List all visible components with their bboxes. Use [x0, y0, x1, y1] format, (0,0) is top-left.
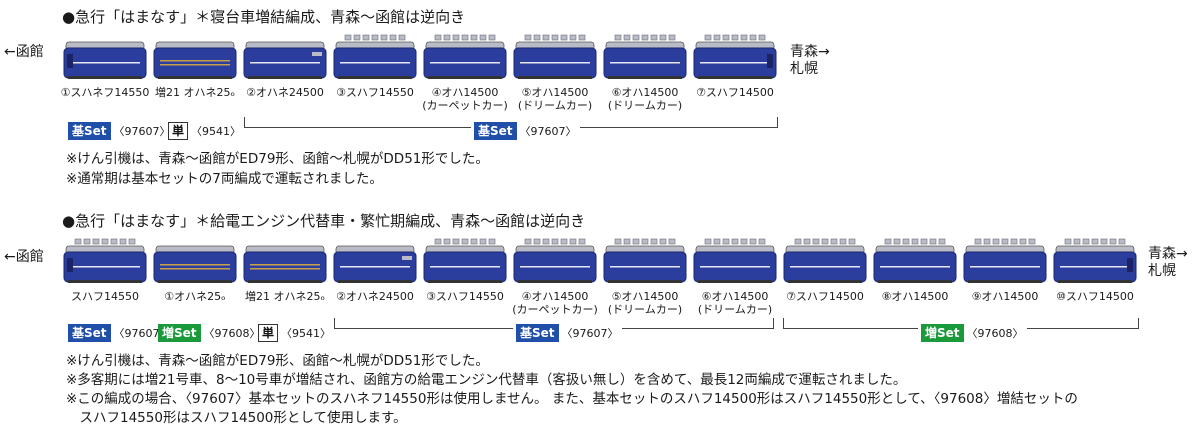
formation-1-set-kihon-b: 基Set 〈97607〉 [471, 122, 580, 140]
car-3 [243, 245, 327, 283]
car-10 [873, 238, 957, 283]
set-code: 〈9541〉 [281, 327, 332, 340]
formation-1-right-direction-1: 青森→ [790, 44, 830, 60]
formation-1-note-1: ※けん引機は、青森～函館がED79形、函館～札幌がDD51形でした。 [66, 151, 489, 167]
set-code: 〈97607〉 [561, 327, 619, 340]
set-badge: 基Set [68, 122, 111, 140]
formation-2-right-direction-2: 札幌 [1148, 263, 1176, 279]
car-5 [423, 238, 507, 283]
car-label-11: ⑨オハ14500 [971, 290, 1039, 303]
car-label-9: ⑦スハフ14500 [786, 290, 864, 303]
car-12 [1053, 238, 1137, 283]
formation-2-left-direction: ←函館 [4, 249, 44, 265]
formation-2-note-3: ※この編成の場合、〈97607〉基本セットのスハネフ14550形は使用しません。… [66, 391, 1078, 407]
car-label-12: ⑩スハフ14500 [1056, 290, 1134, 303]
set-code: 〈9541〉 [191, 125, 242, 138]
set-badge: 単 [258, 324, 279, 342]
car-label-1: スハフ14550 [71, 290, 139, 303]
set-code: 〈97607〉 [113, 327, 171, 340]
formation-2-set-kihon-a: 基Set 〈97607〉 [68, 324, 171, 342]
formation-2-set-tan: 単 〈9541〉 [258, 324, 331, 342]
car-label-8: ⑦スハフ14500 [696, 86, 774, 99]
car-label-3: ②オハネ24500 [246, 86, 324, 99]
car-2 [153, 245, 237, 283]
car-label-1: ①スハネフ14550 [60, 86, 150, 99]
car-8 [693, 238, 777, 283]
formation-2-title: ●急行「はまなす」＊給電エンジン代替車・繁忙期編成、青森～函館は逆向き [62, 212, 586, 230]
car-9 [783, 238, 867, 283]
car-11 [963, 238, 1047, 283]
car-label-4: ②オハネ24500 [336, 290, 414, 303]
formation-2-set-zoketsu-b: 増Set 〈97608〉 [918, 324, 1027, 342]
car-7 [603, 238, 687, 283]
car-label-2: 増21 オハネ25ₒ [154, 86, 236, 99]
formation-2-note-2: ※多客期には増21号車、8～10号車が増結され、函館方の給電エンジン代替車（客扱… [66, 372, 907, 388]
formation-1-left-direction: ←函館 [4, 44, 44, 60]
car-5 [423, 34, 507, 79]
set-badge: 基Set [68, 324, 111, 342]
car-4 [333, 34, 417, 79]
car-label-7: ⑥オハ14500 (ドリームカー) [607, 86, 683, 112]
car-label-6: ⑤オハ14500 (ドリームカー) [517, 86, 593, 112]
car-label-5: ③スハフ14550 [426, 290, 504, 303]
car-6 [513, 238, 597, 283]
car-4 [333, 245, 417, 283]
formation-1-set-kihon-a: 基Set 〈97607〉 [68, 122, 171, 140]
formation-1-set-tan: 単 〈9541〉 [168, 122, 241, 140]
formation-2-set-zoketsu-a: 増Set 〈97608〉 [158, 324, 261, 342]
formation-2-note-1: ※けん引機は、青森～函館がED79形、函館～札幌がDD51形でした。 [66, 353, 489, 369]
car-label-3: 増21 オハネ25ₒ [244, 290, 326, 303]
car-label-8: ⑥オハ14500 (ドリームカー) [697, 290, 773, 316]
car-1 [63, 238, 147, 283]
car-7 [603, 34, 687, 79]
formation-1-note-2: ※通常期は基本セットの7両編成で運転されました。 [66, 171, 383, 187]
formation-1-right-direction-2: 札幌 [790, 61, 818, 77]
set-code: 〈97607〉 [113, 125, 171, 138]
car-3 [243, 41, 327, 79]
car-label-10: ⑧オハ14500 [881, 290, 949, 303]
set-badge: 増Set [921, 324, 964, 342]
car-label-6: ④オハ14500 (カーペットカー) [512, 290, 598, 316]
set-code: 〈97608〉 [203, 327, 261, 340]
formation-2-note-4: スハフ14550形はスハフ14500形として使用します。 [66, 410, 407, 426]
set-code: 〈97608〉 [966, 327, 1024, 340]
formation-1-title: ●急行「はまなす」＊寝台車増結編成、青森～函館は逆向き [62, 8, 466, 26]
car-1 [63, 41, 147, 79]
car-label-7: ⑤オハ14500 (ドリームカー) [607, 290, 683, 316]
car-6 [513, 34, 597, 79]
set-badge: 単 [168, 122, 189, 140]
car-label-4: ③スハフ14550 [336, 86, 414, 99]
car-2 [153, 41, 237, 79]
car-label-5: ④オハ14500 (カーペットカー) [422, 86, 508, 112]
car-8 [693, 34, 777, 79]
set-badge: 基Set [516, 324, 559, 342]
set-badge: 増Set [158, 324, 201, 342]
car-label-2: ①オハネ25ₒ [164, 290, 226, 303]
set-code: 〈97607〉 [519, 125, 577, 138]
formation-2-set-kihon-b: 基Set 〈97607〉 [513, 324, 622, 342]
formation-2-right-direction-1: 青森→ [1148, 246, 1188, 262]
set-badge: 基Set [474, 122, 517, 140]
